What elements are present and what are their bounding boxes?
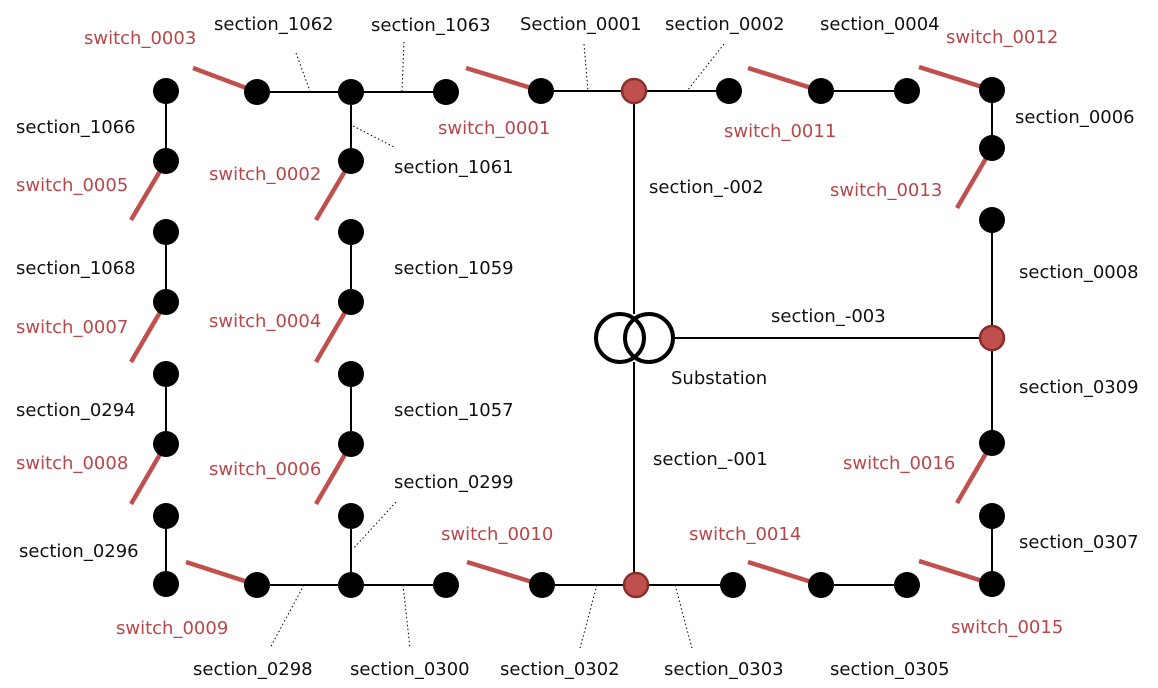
section-label: section_0299	[394, 472, 514, 493]
switch-label: switch_0010	[441, 524, 553, 545]
switch-0001-blade	[465, 65, 542, 94]
section-label: section_0002	[665, 14, 785, 35]
switch-label: switch_0007	[16, 317, 128, 338]
switch-label: switch_0011	[724, 121, 836, 142]
leader-section-1061	[352, 125, 397, 149]
switch-label: switch_0008	[16, 453, 128, 474]
switch-labels: switch_0003 switch_0012 switch_0001 swit…	[16, 27, 1063, 639]
node	[153, 503, 179, 529]
bus-node-top	[620, 77, 648, 105]
section-label: section_0309	[1019, 377, 1139, 398]
node	[979, 135, 1005, 161]
node	[153, 361, 179, 387]
node	[720, 572, 746, 598]
node	[979, 571, 1005, 597]
section-label: section_1066	[16, 117, 136, 138]
node	[338, 503, 364, 529]
node	[808, 78, 834, 104]
node	[338, 361, 364, 387]
section-label: section_0305	[830, 659, 950, 680]
switch-label: switch_0006	[209, 459, 321, 480]
section-label: section_0004	[820, 14, 940, 35]
leader-section-0302	[579, 584, 598, 649]
bus-node-bottom	[622, 571, 650, 599]
section-label: section_1068	[16, 258, 136, 279]
node	[153, 148, 179, 174]
section-label: section_0302	[500, 659, 620, 680]
node	[979, 430, 1005, 456]
substation-transformer-icon	[594, 312, 675, 364]
node	[808, 572, 834, 598]
node	[716, 78, 742, 104]
section-label: section_-001	[653, 449, 768, 470]
leader-section-0299	[352, 501, 397, 550]
node	[338, 431, 364, 457]
switch-label: switch_0015	[951, 617, 1063, 638]
switch-0010-blade	[466, 559, 543, 588]
section-label: section_0296	[19, 541, 139, 562]
node	[338, 148, 364, 174]
switch-label: switch_0016	[843, 453, 955, 474]
bus-node-right	[978, 324, 1006, 352]
switch-label: switch_0012	[946, 27, 1058, 48]
section-label: section_0307	[1019, 532, 1139, 553]
switch-label: switch_0001	[438, 118, 550, 139]
switch-label: switch_0009	[116, 618, 228, 639]
switch-label: switch_0004	[209, 311, 321, 332]
node	[894, 78, 920, 104]
node	[153, 289, 179, 315]
switch-label: switch_0005	[16, 175, 128, 196]
switch-label: switch_0014	[689, 524, 801, 545]
leader-section-0303	[674, 584, 693, 649]
transformer-winding-left-icon	[594, 312, 646, 364]
section-label: section_0008	[1019, 262, 1139, 283]
node	[338, 572, 364, 598]
section-label: section_0300	[350, 659, 470, 680]
leader-lines	[269, 41, 725, 649]
section-label: section_0006	[1015, 107, 1135, 128]
node	[433, 79, 459, 105]
node	[528, 78, 554, 104]
switch-label: switch_0003	[84, 28, 196, 49]
node	[153, 219, 179, 245]
section-label: section_0303	[664, 659, 784, 680]
node	[529, 572, 555, 598]
leader-section-1062	[295, 52, 311, 92]
node	[153, 571, 179, 597]
section-label: section_-002	[649, 177, 764, 198]
switch-label: switch_0013	[830, 180, 942, 201]
leader-section-0300	[402, 584, 411, 649]
node	[979, 207, 1005, 233]
node	[153, 78, 179, 104]
node	[894, 572, 920, 598]
node	[338, 289, 364, 315]
node	[244, 572, 270, 598]
section-label: section_1061	[394, 157, 514, 178]
section-label: Section_0001	[520, 14, 642, 35]
section-label: section_0298	[193, 659, 313, 680]
substation-label: Substation	[671, 368, 767, 389]
node	[979, 503, 1005, 529]
section-label: section_-003	[771, 306, 886, 327]
section-label: section_1062	[214, 14, 334, 35]
leader-section-0001	[583, 43, 589, 92]
leader-section-0298	[269, 584, 305, 649]
node	[433, 572, 459, 598]
node	[338, 219, 364, 245]
transformer-winding-right-icon	[623, 312, 675, 364]
leader-section-1063	[401, 41, 405, 92]
node	[244, 79, 270, 105]
node	[979, 77, 1005, 103]
section-labels: section_1062 section_1063 Section_0001 s…	[16, 14, 1139, 680]
nodes	[153, 77, 1006, 599]
section-label: section_1057	[394, 400, 514, 421]
section-label: section_0294	[16, 400, 136, 421]
switch-label: switch_0002	[209, 164, 321, 185]
node	[153, 431, 179, 457]
section-label: section_1063	[371, 15, 491, 36]
section-label: section_1059	[394, 258, 514, 279]
node	[338, 79, 364, 105]
